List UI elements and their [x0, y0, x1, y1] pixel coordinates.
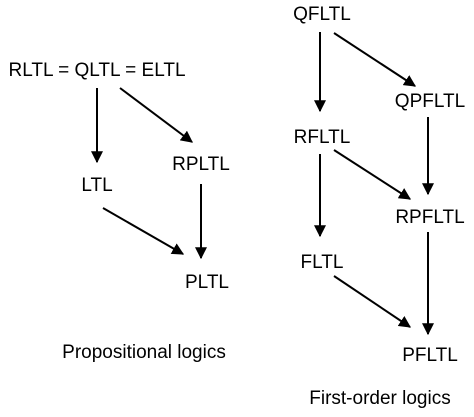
node-rpltl: RPLTL — [172, 154, 230, 175]
node-rpfltl: RPFLTL — [395, 207, 464, 228]
edges-group — [91, 32, 434, 336]
node-rfltl: RFLTL — [294, 127, 351, 148]
node-rltl-qltl-eltl: RLTL = QLTL = ELTL — [8, 60, 185, 81]
edge-fltl-to-pfltl — [333, 275, 411, 328]
node-qpfltl: QPFLTL — [395, 91, 465, 112]
node-pfltl: PFLTL — [402, 345, 458, 366]
caption-first-order-logics: First-order logics — [309, 388, 450, 409]
edge-ltl-to-pltl — [102, 207, 185, 255]
node-pltl: PLTL — [185, 272, 229, 293]
node-ltl: LTL — [81, 175, 112, 196]
first-order-logics-group: QFLTL QPFLTL RFLTL RPFLTL FLTL PFLTL Fir… — [293, 4, 465, 409]
caption-propositional-logics: Propositional logics — [62, 342, 226, 363]
edge-rltl-to-rpltl — [119, 87, 193, 143]
edge-qfltl-to-qpfltl — [333, 32, 417, 87]
edge-rfltl-to-rpfltl — [333, 149, 412, 200]
node-qfltl: QFLTL — [293, 4, 351, 25]
propositional-logics-group: RLTL = QLTL = ELTL LTL RPLTL PLTL Propos… — [8, 60, 229, 363]
node-fltl: FLTL — [301, 252, 344, 273]
